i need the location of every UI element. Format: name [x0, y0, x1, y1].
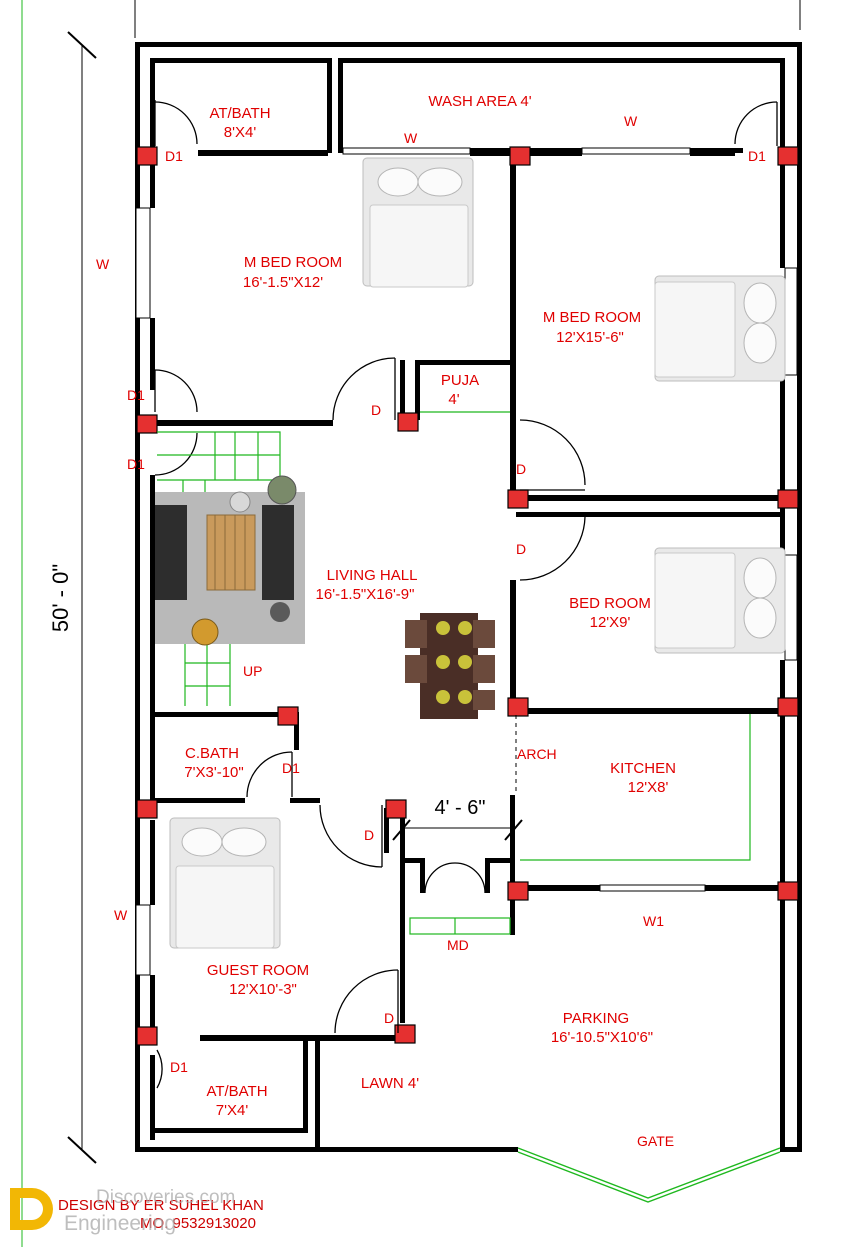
watermark-text-bottom: Engineering	[64, 1212, 176, 1235]
d-tag: D	[516, 541, 526, 557]
m-bed-right-name: M BED ROOM	[543, 309, 641, 326]
opening-tags: D1 D1 D1 D1 D1 D1 D D D D D W W W W W1 U…	[96, 113, 766, 1149]
m-bed-right-size: 12'X15'-6"	[556, 329, 624, 346]
md-tag: MD	[447, 937, 469, 953]
dimension-lines: 50' - 0"	[21, 0, 801, 1247]
d1-tag: D1	[127, 456, 145, 472]
guest-room-name: GUEST ROOM	[207, 962, 309, 979]
columns	[136, 146, 799, 1046]
at-bath-top-name: AT/BATH	[209, 105, 270, 122]
m-bed-left-name: M BED ROOM	[244, 254, 342, 271]
windows	[135, 147, 798, 976]
w-tag: W	[114, 907, 128, 923]
bed-room-size: 12'X9'	[590, 614, 631, 631]
designer-credit: DESIGN BY ER SUHEL KHAN	[58, 1197, 264, 1214]
lawn-name: LAWN 4'	[361, 1075, 419, 1092]
at-bath-bottom-size: 7'X4'	[216, 1102, 249, 1119]
watermark-logo	[10, 1188, 53, 1230]
room-labels: AT/BATH 8'X4' WASH AREA 4' M BED ROOM 16…	[184, 93, 676, 1119]
designer-phone: MO. 9532913020	[140, 1215, 256, 1232]
d-tag: D	[516, 461, 526, 477]
inner-walls	[150, 58, 785, 1147]
opening-dimension-label: 4' - 6"	[435, 797, 486, 819]
parking-size: 16'-10.5"X10'6"	[551, 1029, 653, 1046]
w-tag: W	[96, 256, 110, 272]
d1-tag: D1	[748, 148, 766, 164]
sofa-set	[155, 475, 305, 646]
arch-opening: 4' - 6"	[392, 715, 523, 841]
w1-tag: W1	[643, 913, 664, 929]
kitchen-size: 12'X8'	[628, 779, 669, 796]
living-hall-name: LIVING HALL	[327, 567, 418, 584]
d1-tag: D1	[282, 760, 300, 776]
dining-set	[405, 613, 495, 719]
puja-name: PUJA	[441, 372, 479, 389]
c-bath-name: C.BATH	[185, 745, 239, 762]
bed-top-left	[362, 157, 474, 288]
up-tag: UP	[243, 663, 262, 679]
watermark-text-top: Discoveries.com	[96, 1187, 235, 1208]
kitchen-name: KITCHEN	[610, 760, 676, 777]
guest-room-size: 12'X10'-3"	[229, 981, 297, 998]
puja-size: 4'	[448, 391, 459, 408]
gate-tag: GATE	[637, 1133, 674, 1149]
d1-tag: D1	[127, 387, 145, 403]
at-bath-bottom-name: AT/BATH	[206, 1083, 267, 1100]
overall-dimension-label: 50' - 0"	[48, 564, 73, 632]
wash-area-name: WASH AREA 4'	[428, 93, 531, 110]
bed-top-right	[654, 275, 786, 382]
parking-name: PARKING	[563, 1010, 629, 1027]
d1-tag: D1	[170, 1059, 188, 1075]
m-bed-left-size: 16'-1.5"X12'	[243, 274, 323, 291]
doors	[154, 100, 778, 1089]
counters	[409, 411, 751, 935]
bed-right-middle	[654, 547, 786, 654]
d1-tag: D1	[165, 148, 183, 164]
living-hall-size: 16'-1.5"X16'-9"	[316, 586, 415, 603]
gate	[517, 1147, 781, 1203]
at-bath-top-size: 8'X4'	[224, 124, 257, 141]
d-tag: D	[371, 402, 381, 418]
w-tag: W	[404, 130, 418, 146]
c-bath-size: 7'X3'-10"	[184, 764, 243, 781]
bed-room-name: BED ROOM	[569, 595, 651, 612]
d-tag: D	[384, 1010, 394, 1026]
w-tag: W	[624, 113, 638, 129]
arch-tag: ARCH	[517, 746, 557, 762]
bed-guest	[169, 817, 281, 949]
d-tag: D	[364, 827, 374, 843]
